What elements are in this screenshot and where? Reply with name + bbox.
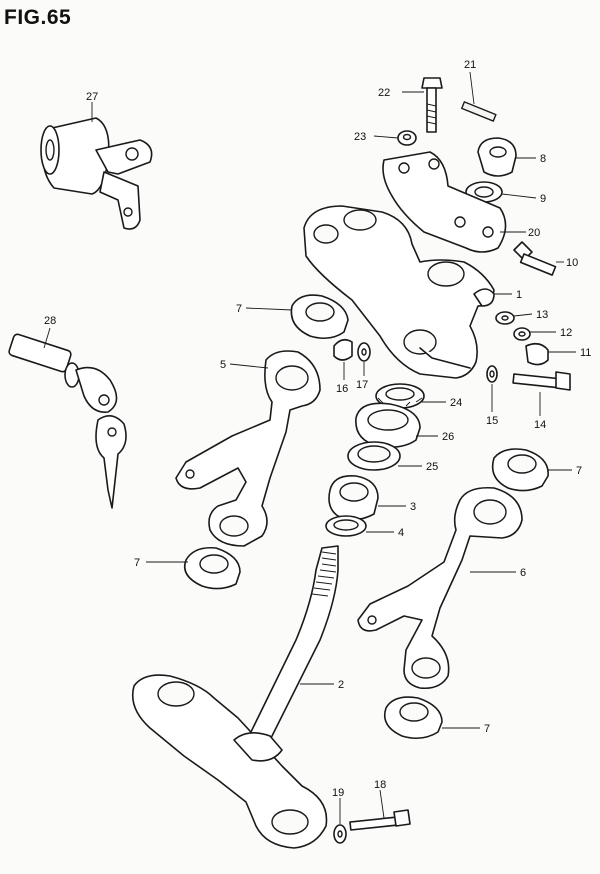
part-1-upper-bracket xyxy=(303,205,495,379)
figure-title: FIG.65 xyxy=(4,6,72,29)
part-18-bolt xyxy=(349,809,411,831)
callout-11: 11 xyxy=(580,347,591,359)
callout-24: 24 xyxy=(450,397,462,409)
part-8-stem-nut xyxy=(477,137,517,177)
callout-23: 23 xyxy=(354,131,366,143)
callout-14: 14 xyxy=(534,419,546,431)
part-17-washer xyxy=(357,342,371,362)
callout-26: 26 xyxy=(442,431,454,443)
part-6-right-bracket xyxy=(357,486,523,690)
part-14-bolt xyxy=(512,371,571,391)
part-7-grommet-bottom xyxy=(383,696,443,740)
callout-7-bottom: 7 xyxy=(484,723,490,735)
callout-15: 15 xyxy=(486,415,498,427)
part-22-bolt xyxy=(421,77,443,133)
callout-4: 4 xyxy=(398,527,404,539)
callout-7-left: 7 xyxy=(134,557,140,569)
part-4-bearing-race xyxy=(325,515,367,537)
callout-17: 17 xyxy=(356,379,368,391)
part-13-washer xyxy=(495,311,515,325)
callout-19: 19 xyxy=(332,787,344,799)
callout-1: 1 xyxy=(516,289,522,301)
callout-labels: 27 28 21 22 23 8 9 20 10 1 13 12 11 14 1… xyxy=(44,59,591,799)
callout-13: 13 xyxy=(536,309,548,321)
part-11-cap-nut xyxy=(525,342,549,366)
part-26-adjusting-nut xyxy=(355,402,421,448)
callout-7-top-left: 7 xyxy=(236,303,242,315)
part-19-washer xyxy=(333,824,347,844)
part-10-pinch-bolt xyxy=(513,241,557,276)
part-28-ignition-key-set xyxy=(8,333,127,509)
callout-8: 8 xyxy=(540,153,546,165)
callout-3: 3 xyxy=(410,501,416,513)
part-12-washer xyxy=(513,327,531,341)
leader-lines xyxy=(43,71,576,824)
callout-10: 10 xyxy=(566,257,578,269)
part-24-lock-nut xyxy=(375,383,425,409)
callout-9: 9 xyxy=(540,193,546,205)
part-5-left-bracket xyxy=(175,350,321,547)
part-21-spacer xyxy=(461,101,497,122)
part-23-nut xyxy=(397,130,417,146)
callout-7-right: 7 xyxy=(576,465,582,477)
callout-20: 20 xyxy=(528,227,540,239)
part-25-dust-seal xyxy=(347,441,401,471)
part-7-grommet-left xyxy=(183,546,241,590)
callout-28: 28 xyxy=(44,315,56,327)
callout-25: 25 xyxy=(426,461,438,473)
callout-27: 27 xyxy=(86,91,98,103)
callout-16: 16 xyxy=(336,383,348,395)
part-7-grommet-right xyxy=(491,448,549,492)
callout-12: 12 xyxy=(560,327,572,339)
part-3-bearing xyxy=(328,474,379,521)
callout-5: 5 xyxy=(220,359,226,371)
part-15-washer xyxy=(486,365,498,383)
part-20-handlebar-holder xyxy=(382,151,507,253)
part-2-steering-stem xyxy=(131,545,339,849)
callout-2: 2 xyxy=(338,679,344,691)
part-7-grommet-top-left xyxy=(290,294,349,340)
callout-6: 6 xyxy=(520,567,526,579)
callout-22: 22 xyxy=(378,87,390,99)
part-16-nut xyxy=(333,338,353,361)
callout-21: 21 xyxy=(464,59,476,71)
part-27-steering-lock xyxy=(40,117,153,230)
callout-18: 18 xyxy=(374,779,386,791)
